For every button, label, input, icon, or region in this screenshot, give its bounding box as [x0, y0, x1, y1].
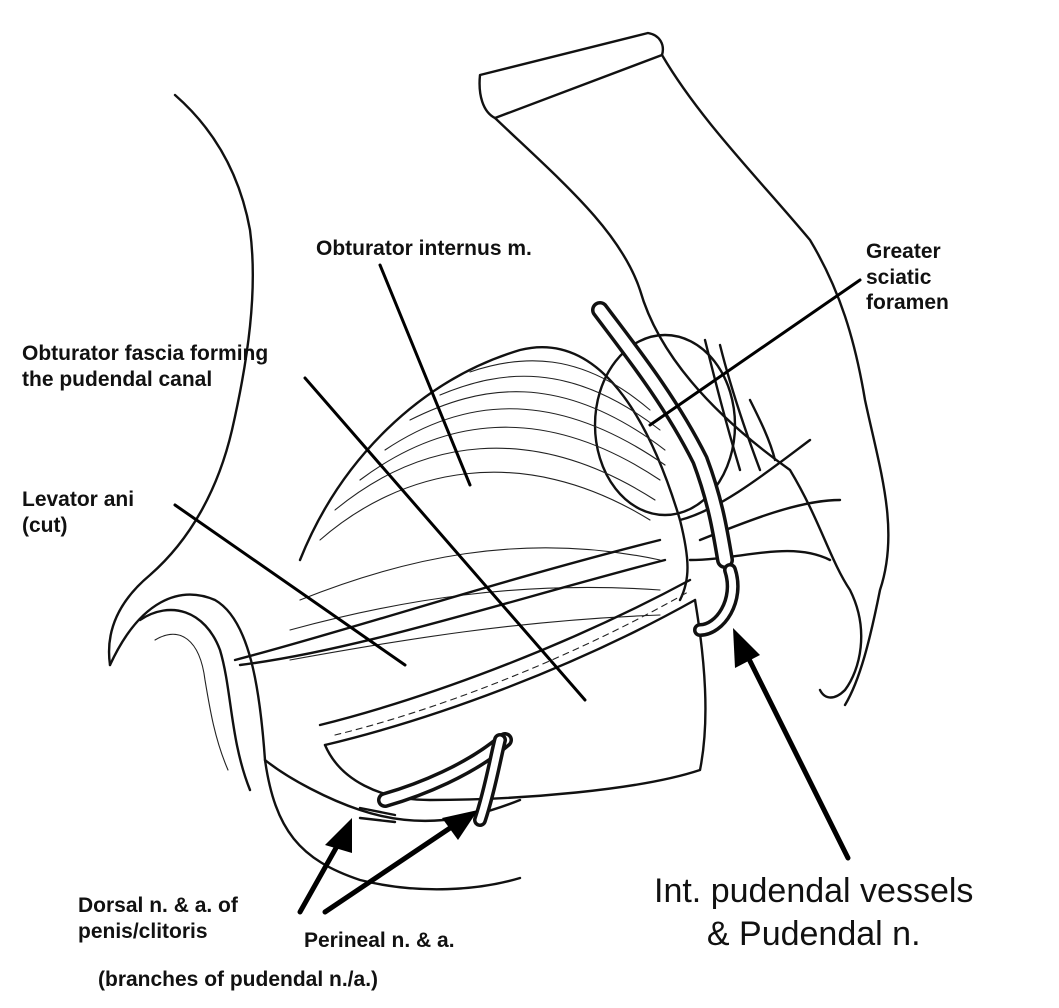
ischial-tuber-curve [138, 608, 252, 792]
levator-ani-band-bottom [238, 558, 667, 667]
levator-ani-band-top [233, 538, 662, 662]
label-levator-ani: Levator ani (cut) [22, 488, 135, 537]
sciatic-nerve-branch-b [748, 398, 777, 462]
pudendal-vessel-lower-inner [696, 566, 737, 634]
greater-sciatic-foramen-shape [593, 333, 737, 517]
pudendal-canal-texture [334, 591, 689, 736]
leader-obturator-internus [378, 263, 472, 487]
sacrum-spine [493, 116, 863, 699]
label-dorsal-branch: Dorsal n. & a. of penis/clitoris [78, 894, 238, 943]
label-int-pudendal: Int. pudendal vessels & Pudendal n. [654, 872, 974, 953]
sacrum-outline [478, 31, 664, 120]
sacrum-spine-outer [660, 53, 890, 707]
sciatic-nerve-branch-c [718, 343, 762, 472]
arrow-int-pudendal [733, 628, 851, 861]
ischial-tuber-inner [154, 633, 229, 771]
label-branches-note: (branches of pudendal n./a.) [98, 968, 379, 991]
obturator-internus-outline [298, 346, 689, 602]
leader-greater-sciatic [648, 278, 862, 427]
ilium-outline [107, 93, 254, 667]
arrow-perineal [322, 810, 478, 915]
pudendal-vessel-inner [594, 304, 731, 566]
leader-levator-ani [173, 503, 407, 667]
label-greater-sciatic-foramen: Greater sciatic foramen [866, 240, 949, 315]
label-obturator-fascia: Obturator fascia forming the pudendal ca… [22, 342, 269, 391]
leader-obturator-fascia [303, 376, 587, 702]
pudendal-canal-top [318, 578, 692, 727]
label-perineal-branch: Perineal n. & a. [304, 929, 455, 952]
perineal-branch-vessel-inner [476, 736, 504, 824]
dorsal-nerve-stub [358, 806, 397, 824]
arrow-dorsal [297, 818, 352, 915]
obturator-fascia-sheet [323, 598, 707, 802]
sciatic-nerve-branch-a [703, 338, 742, 472]
muscle-fibers [289, 360, 666, 661]
label-obturator-internus: Obturator internus m. [316, 237, 532, 260]
pudendal-canal-bottom [323, 598, 697, 747]
